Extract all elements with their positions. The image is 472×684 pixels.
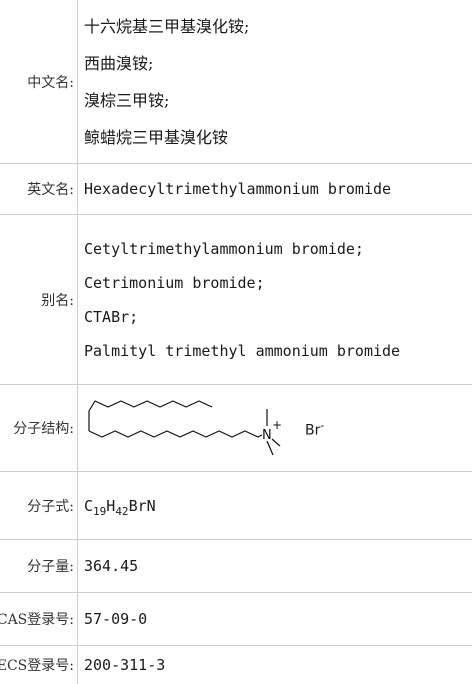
- value-chinese-name: 十六烷基三甲基溴化铵; 西曲溴铵; 溴棕三甲铵; 鲸蜡烷三甲基溴化铵: [84, 0, 472, 163]
- alkyl-chain-upper: [88, 400, 213, 431]
- value-aliases: Cetyltrimethylammonium bromide; Cetrimon…: [84, 215, 472, 384]
- chinese-name-4: 鲸蜡烷三甲基溴化铵: [84, 127, 229, 147]
- row-structure: 分子结构: N + Br-: [0, 385, 472, 472]
- row-formula: 分子式: C19H42BrN: [0, 472, 472, 540]
- formula-h: H: [106, 496, 116, 515]
- label-structure: 分子结构:: [13, 421, 74, 437]
- chinese-name-2: 西曲溴铵;: [84, 53, 154, 73]
- value-einecs: 200-311-3: [84, 656, 166, 674]
- alias-3: CTABr;: [84, 307, 139, 326]
- value-weight: 364.45: [84, 557, 139, 575]
- alias-1: Cetyltrimethylammonium bromide;: [84, 239, 364, 258]
- row-english-name: 英文名: Hexadecyltrimethylammonium bromide: [0, 164, 472, 215]
- chinese-name-1: 十六烷基三甲基溴化铵;: [84, 16, 250, 36]
- formula-rest: BrN: [128, 496, 156, 515]
- nitrogen-charge: +: [272, 418, 282, 432]
- nitrogen-symbol: N: [262, 428, 272, 443]
- value-cas: 57-09-0: [84, 610, 148, 628]
- label-formula: 分子式:: [27, 498, 74, 515]
- bromide-charge: -: [320, 419, 325, 432]
- alkyl-chain-lower: [88, 430, 263, 438]
- label-aliases: 别名:: [41, 292, 74, 309]
- column-divider: [77, 0, 78, 684]
- formula-text: C19H42BrN: [84, 496, 472, 518]
- row-aliases: 别名: Cetyltrimethylammonium bromide; Cetr…: [0, 215, 472, 385]
- row-weight: 分子量: 364.45: [0, 540, 472, 593]
- value-formula: C19H42BrN: [84, 472, 472, 539]
- alias-4: Palmityl trimethyl ammonium bromide: [84, 341, 401, 360]
- label-english-name: 英文名:: [27, 182, 74, 198]
- formula-c-count: 19: [93, 504, 107, 518]
- value-english-name: Hexadecyltrimethylammonium bromide: [84, 180, 392, 198]
- row-chinese-name: 中文名: 十六烷基三甲基溴化铵; 西曲溴铵; 溴棕三甲铵; 鲸蜡烷三甲基溴化铵: [0, 0, 472, 164]
- label-einecs: EINECS登录号:: [0, 658, 74, 674]
- chinese-name-3: 溴棕三甲铵;: [84, 90, 170, 110]
- methyl-bond-right: [271, 438, 281, 447]
- label-cas: CAS登录号:: [0, 612, 74, 628]
- methyl-bond-down: [266, 440, 274, 456]
- label-chinese-name: 中文名:: [27, 74, 74, 91]
- formula-c: C: [84, 496, 94, 515]
- bromide-symbol: Br: [305, 422, 321, 439]
- row-cas: CAS登录号: 57-09-0: [0, 593, 472, 646]
- molecular-structure-image: N +: [88, 400, 282, 456]
- bromide-ion: Br-: [305, 419, 324, 439]
- formula-h-count: 42: [115, 504, 129, 518]
- row-einecs: EINECS登录号: 200-311-3: [0, 646, 472, 684]
- label-weight: 分子量:: [27, 559, 74, 575]
- alias-2: Cetrimonium bromide;: [84, 273, 265, 292]
